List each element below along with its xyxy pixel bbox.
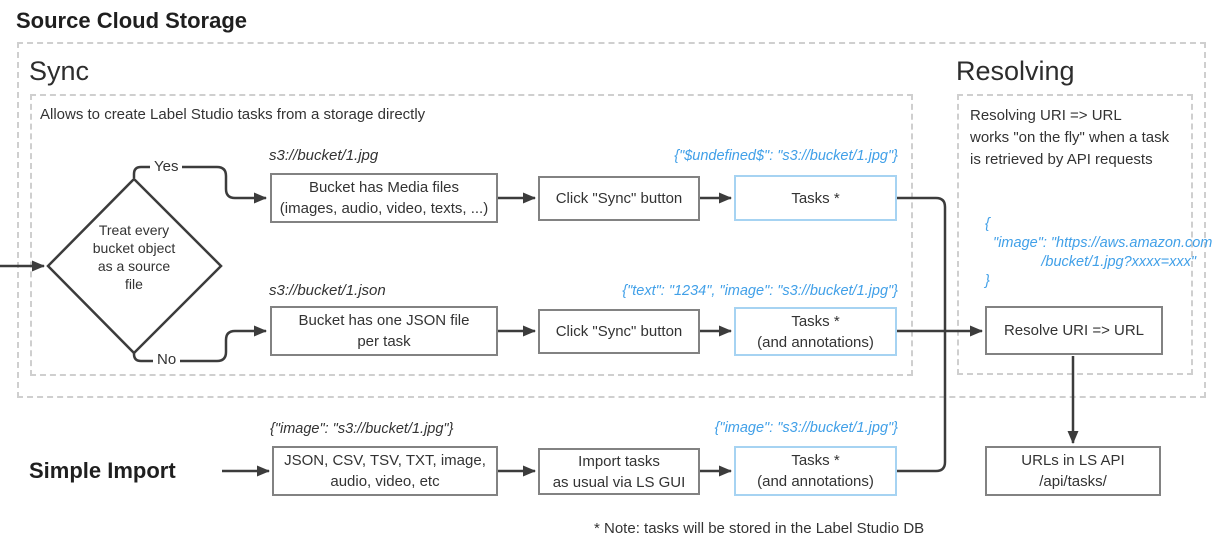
sync-heading: Sync	[29, 56, 90, 86]
import-input-json-label: {"image": "s3://bucket/1.jpg"}	[270, 421, 454, 437]
resolving-description: Resolving URI => URL works "on the fly" …	[970, 107, 1170, 168]
import-formats-box: JSON, CSV, TSV, TXT, image, audio, video…	[272, 446, 498, 496]
no-label: No	[153, 351, 181, 368]
resolved-json-example: { "image": "https://aws.amazon.com /buck…	[985, 216, 1213, 289]
sync-description: Allows to create Label Studio tasks from…	[40, 106, 426, 123]
page-title: Source Cloud Storage	[16, 8, 248, 33]
yes-label: Yes	[150, 158, 183, 175]
tasks-box-3: Tasks * (and annotations)	[734, 446, 897, 496]
media-uri-label: s3://bucket/1.jpg	[269, 147, 379, 164]
bucket-media-files-box: Bucket has Media files (images, audio, v…	[270, 173, 498, 223]
storage-section-outline	[17, 42, 1206, 398]
json-task-json-label: {"text": "1234", "image": "s3://bucket/1…	[622, 283, 898, 299]
click-sync-button-box-1: Click "Sync" button	[538, 176, 700, 221]
urls-in-ls-api-box: URLs in LS API /api/tasks/	[985, 446, 1161, 496]
media-task-json-label: {"$undefined$": "s3://bucket/1.jpg"}	[674, 148, 898, 164]
resolving-heading: Resolving	[956, 56, 1075, 86]
footnote: * Note: tasks will be stored in the Labe…	[594, 520, 925, 537]
json-uri-label: s3://bucket/1.json	[269, 282, 386, 299]
resolve-uri-box: Resolve URI => URL	[985, 306, 1163, 355]
tasks-box-2: Tasks * (and annotations)	[734, 307, 897, 356]
tasks-box-1: Tasks *	[734, 175, 897, 221]
import-task-json-label: {"image": "s3://bucket/1.jpg"}	[714, 420, 898, 436]
import-gui-box: Import tasks as usual via LS GUI	[538, 448, 700, 495]
bucket-json-file-box: Bucket has one JSON file per task	[270, 306, 498, 356]
simple-import-heading: Simple Import	[29, 458, 176, 483]
resolving-flow-outline	[957, 94, 1193, 375]
decision-text: Treat every bucket object as a source fi…	[92, 222, 176, 292]
click-sync-button-box-2: Click "Sync" button	[538, 309, 700, 354]
